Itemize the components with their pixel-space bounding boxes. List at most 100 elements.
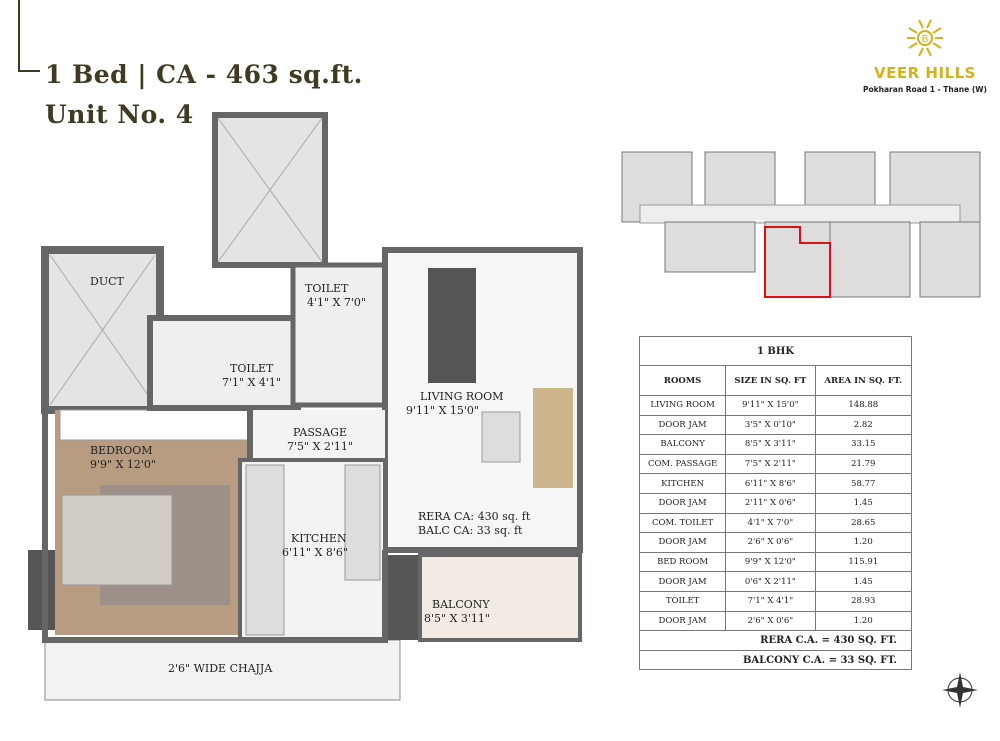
kitchen-size: 6'11" X 8'6": [282, 546, 348, 559]
table-cell: DOOR JAM: [638, 492, 727, 514]
table-header: SIZE IN SQ. FT: [725, 365, 816, 396]
small-toilet-floor: [290, 262, 388, 408]
veer-hills-logo: B VEER HILLS Pokharan Road 1 - Thane (W): [860, 18, 990, 94]
table-cell: 58.77: [814, 473, 913, 494]
table-cell: DOOR JAM: [638, 610, 727, 632]
table-cell: TOILET: [638, 590, 727, 612]
bed: [61, 494, 173, 586]
passage-size: 7'5" X 2'11": [287, 440, 353, 453]
table-cell: 2'6" X 0'6": [725, 610, 816, 632]
svg-text:B: B: [922, 34, 929, 45]
table-cell: 2'11" X 0'6": [725, 492, 816, 514]
table-cell: 2.82: [814, 414, 913, 436]
sunburst-logo-icon: B: [907, 19, 943, 57]
wardrobe: [59, 409, 251, 441]
duct-label: DUCT: [90, 275, 124, 288]
small-toilet-size: 4'1" X 7'0": [307, 296, 366, 309]
table-cell: 1.45: [814, 492, 913, 514]
kitchen-counter-right: [344, 464, 381, 581]
shaft-cross: [217, 117, 323, 263]
table-cell: 1.45: [814, 571, 913, 592]
table-title: 1 BHK: [639, 336, 912, 366]
table-cell: COM. PASSAGE: [638, 453, 727, 475]
table-cell: DOOR JAM: [638, 571, 727, 592]
column: [28, 550, 55, 630]
table-cell: 33.15: [814, 434, 913, 455]
table-cell: LIVING ROOM: [638, 395, 727, 416]
table-cell: 1.20: [814, 532, 913, 553]
sofa: [533, 388, 573, 488]
table-cell: 0'6" X 2'11": [725, 571, 816, 592]
table-cell: 1.20: [814, 610, 913, 632]
toilet-name: TOILET: [230, 362, 274, 375]
unit-highlight: [764, 226, 831, 298]
balcony-name: BALCONY: [432, 598, 490, 611]
table-cell: COM. TOILET: [638, 512, 727, 534]
table-cell: 115.91: [814, 551, 913, 573]
floor-plan: [28, 112, 583, 701]
rera-total: RERA C.A. = 430 SQ. FT.: [639, 630, 912, 651]
table-cell: 6'11" X 8'6": [725, 473, 816, 494]
balcony-total: BALCONY C.A. = 33 SQ. FT.: [639, 649, 912, 671]
table-cell: DOOR JAM: [638, 532, 727, 553]
balcony-floor: [418, 553, 582, 642]
plan-title: 1 Bed | CA - 463 sq.ft.: [45, 60, 363, 89]
table-cell: KITCHEN: [638, 473, 727, 494]
table-cell: 8'5" X 3'11": [725, 434, 816, 455]
table-cell: BED ROOM: [638, 551, 727, 573]
living-name: LIVING ROOM: [420, 390, 504, 403]
brand-name: VEER HILLS: [874, 64, 976, 82]
bedroom-name: BEDROOM: [90, 444, 153, 457]
table-cell: 2'6" X 0'6": [725, 532, 816, 553]
toilet-floor: [147, 315, 301, 411]
balc-ca: BALC CA: 33 sq. ft: [418, 524, 523, 537]
table-cell: 148.88: [814, 395, 913, 416]
living-size: 9'11" X 15'0": [406, 404, 479, 417]
kitchen-name: KITCHEN: [291, 532, 347, 545]
table-header: AREA IN SQ. FT.: [814, 365, 913, 396]
bedroom-size: 9'9" X 12'0": [90, 458, 156, 471]
small-toilet-name: TOILET: [305, 282, 349, 295]
table-cell: 9'9" X 12'0": [725, 551, 816, 573]
kitchen-counter-left: [245, 464, 285, 636]
walls: [42, 250, 388, 643]
table-cell: DOOR JAM: [638, 414, 727, 436]
unit-number: Unit No. 4: [45, 100, 194, 129]
toilet-size: 7'1" X 4'1": [222, 376, 281, 389]
rera-ca: RERA CA: 430 sq. ft: [418, 510, 531, 523]
key-plan: [621, 151, 981, 298]
table-cell: BALCONY: [638, 434, 727, 455]
area-table: 1 BHK ROOMS SIZE IN SQ. FT AREA IN SQ. F…: [638, 336, 913, 671]
dining-table: [428, 268, 476, 383]
duct-cross: [49, 254, 156, 406]
table-cell: 3'5" X 0'10": [725, 414, 816, 436]
table-cell: 28.65: [814, 512, 913, 534]
table-header: ROOMS: [638, 365, 727, 396]
passage-floor: [250, 410, 385, 460]
coffee-table: [481, 411, 521, 463]
table-cell: 9'11" X 15'0": [725, 395, 816, 416]
table-cell: 7'5" X 2'11": [725, 453, 816, 475]
table-cell: 28.93: [814, 590, 913, 612]
chajja-label: 2'6" WIDE CHAJJA: [168, 662, 273, 675]
table-cell: 7'1" X 4'1": [725, 590, 816, 612]
balcony-size: 8'5" X 3'11": [424, 612, 490, 625]
chajja: [44, 639, 401, 701]
compass-icon: [942, 672, 978, 708]
brand-location: Pokharan Road 1 - Thane (W): [863, 85, 987, 94]
table-cell: 21.79: [814, 453, 913, 475]
column: [383, 555, 418, 640]
